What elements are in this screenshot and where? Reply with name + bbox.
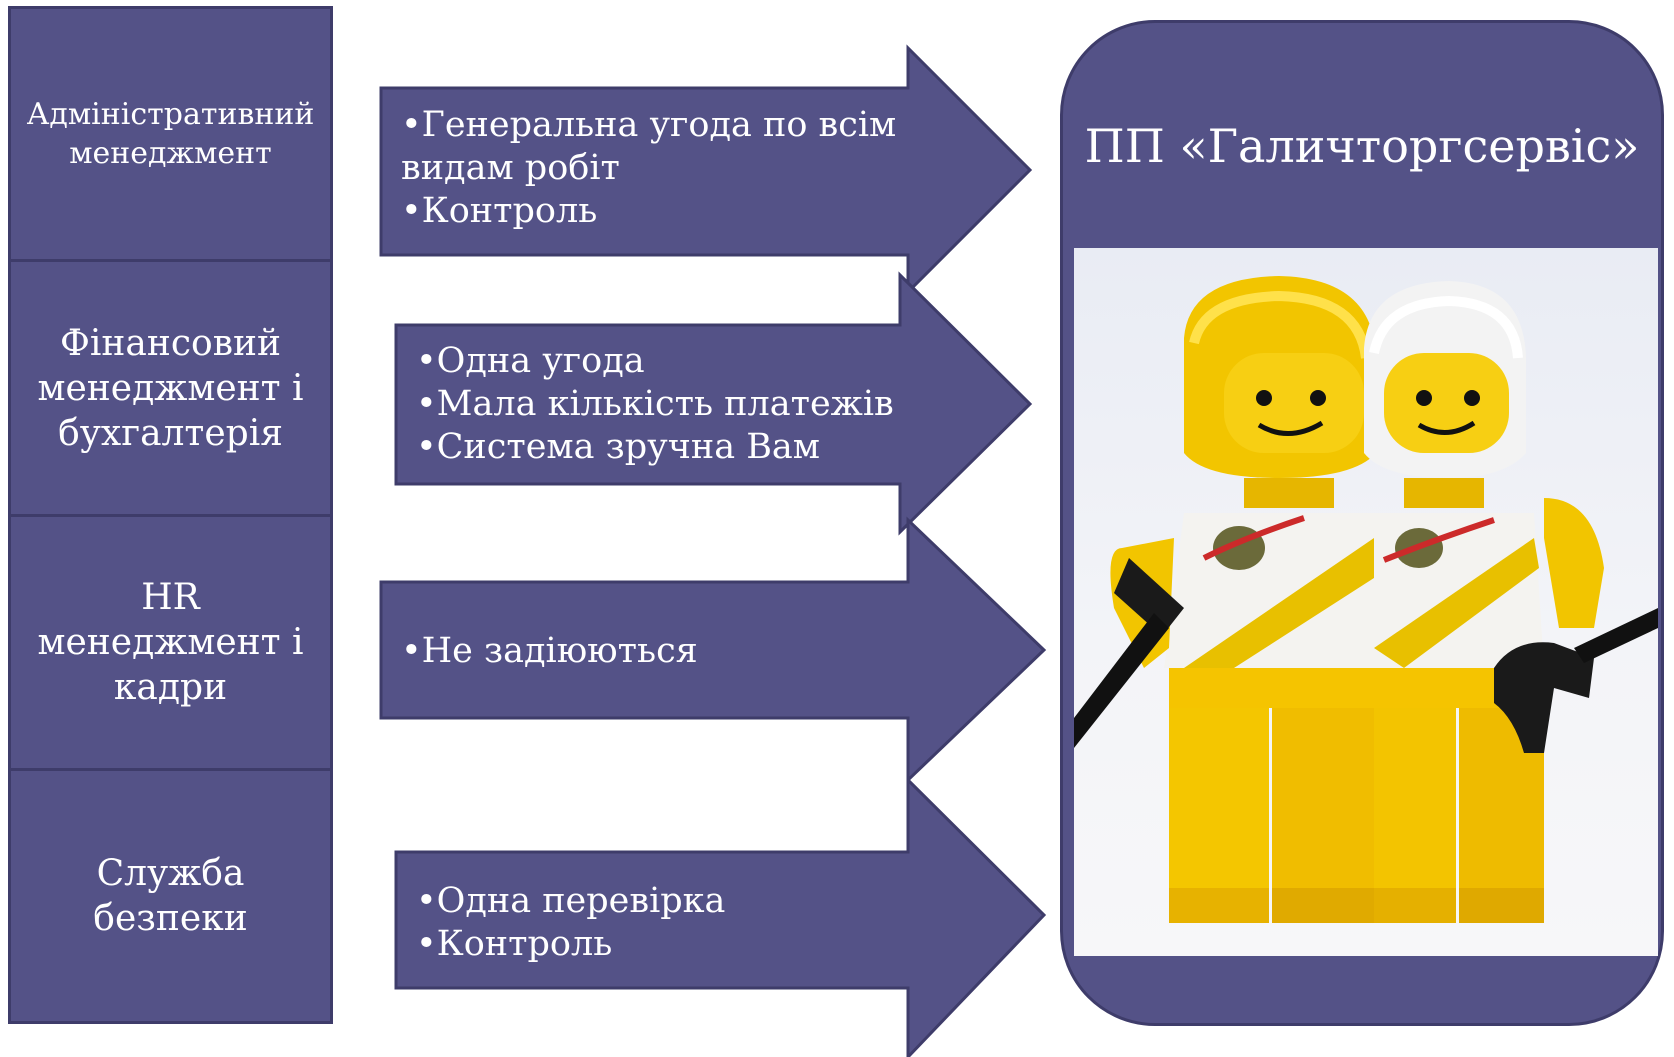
arrow-line: •Контроль — [401, 191, 598, 231]
white-astronaut-figure — [1364, 281, 1604, 923]
department-label: Фінансовий менеджмент і бухгалтерія — [37, 322, 304, 454]
department-label: Служба безпеки — [93, 853, 248, 939]
arrow-line: •Мала кількість платежів — [416, 384, 894, 424]
arrow-text-3: •Не задіюються — [401, 630, 698, 673]
lego-astronauts-photo — [1074, 248, 1658, 956]
department-box-hr: HR менеджмент і кадри — [8, 514, 333, 771]
arrow-text-4: •Одна перевірка •Контроль — [416, 880, 725, 966]
arrow-line: •Одна перевірка — [416, 881, 726, 921]
department-label: Адміністративний менеджмент — [26, 97, 315, 171]
arrow-text-1: •Генеральна угода по всім видам робіт •К… — [401, 104, 896, 233]
arrow-line: видам робіт — [401, 148, 620, 188]
yellow-astronaut-figure — [1110, 276, 1376, 923]
arrow-line: •Одна угода — [416, 341, 645, 381]
arrow-shape-1 — [379, 44, 1033, 296]
department-box-finance: Фінансовий менеджмент і бухгалтерія — [8, 259, 333, 517]
arrow-shape-3 — [379, 516, 1047, 784]
lego-figures-illustration — [1074, 276, 1658, 923]
company-title: ПП «Галичторгсервіс» — [1084, 119, 1640, 173]
black-tool-right — [1494, 608, 1658, 753]
department-box-security: Служба безпеки — [8, 768, 333, 1024]
arrow-text-2: •Одна угода •Мала кількість платежів •Си… — [416, 340, 894, 469]
arrow-line: •Контроль — [416, 924, 613, 964]
arrow-line: •Система зручна Вам — [416, 427, 821, 467]
arrow-shape-4 — [394, 776, 1047, 1057]
department-box-administrative: Адміністративний менеджмент — [8, 6, 333, 262]
arrow-shape-2 — [394, 271, 1033, 536]
arrow-line: •Не задіюються — [401, 631, 698, 671]
department-label: HR менеджмент і кадри — [37, 577, 304, 708]
black-tool-left — [1074, 558, 1184, 748]
arrow-line: •Генеральна угода по всім — [401, 105, 897, 145]
